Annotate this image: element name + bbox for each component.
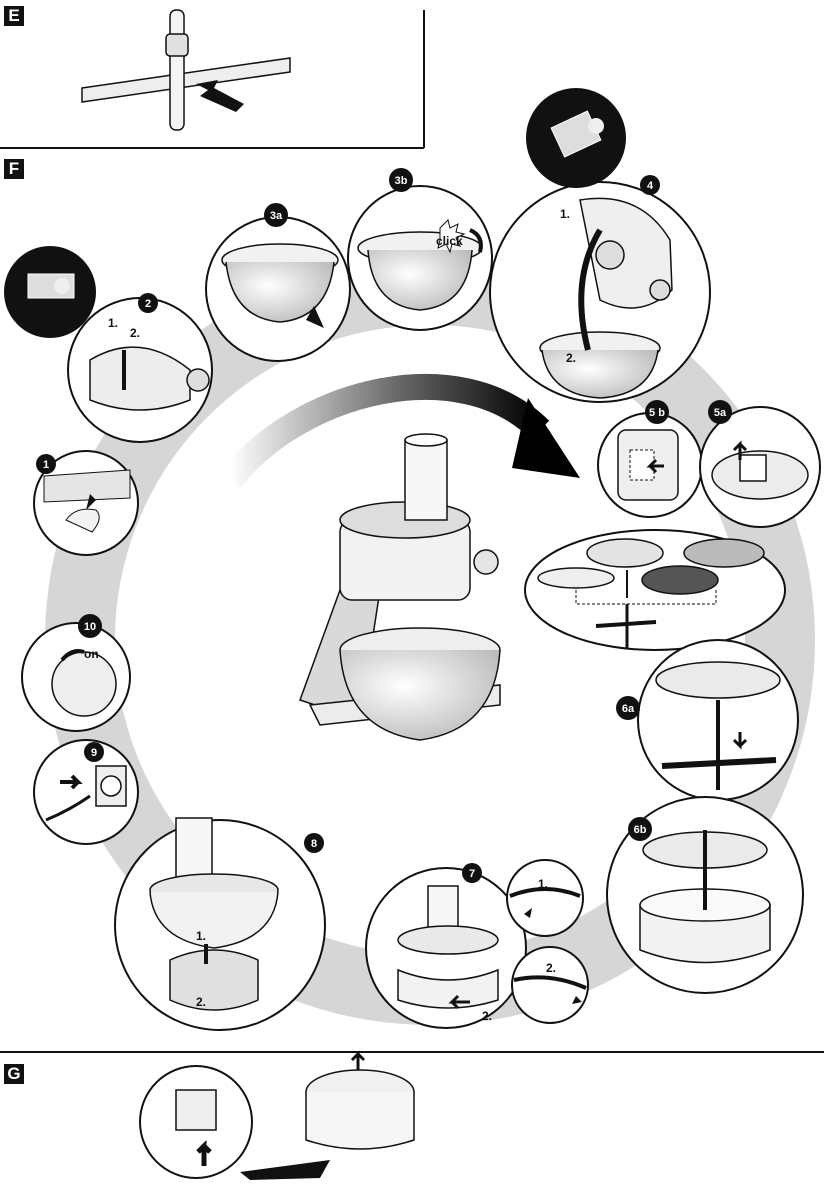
svg-text:4: 4 — [647, 180, 654, 192]
on-label: on — [84, 647, 99, 661]
step-7-inset-1-label: 1. — [538, 877, 548, 891]
step-7-circle — [365, 867, 527, 1029]
step-8-badge: 8 — [304, 833, 324, 853]
step-6b-badge: 6b — [628, 817, 652, 841]
section-label-f: F — [4, 159, 24, 179]
step-2-badge: 2 — [138, 293, 158, 313]
step-9-badge: 9 — [84, 742, 104, 762]
svg-text:10: 10 — [84, 621, 96, 633]
step-4-inset — [526, 88, 626, 188]
sequence-arrow-icon — [219, 374, 580, 489]
step-3a-badge: 3a — [264, 203, 288, 227]
step-1-badge: 1 — [36, 454, 56, 474]
step-1-circle — [33, 450, 139, 556]
step-4-badge: 4 — [640, 175, 660, 195]
section-label-g: G — [4, 1064, 24, 1084]
step-4-sub-2: 2. — [566, 351, 576, 365]
step-2-sub-1: 1. — [108, 316, 118, 330]
disc-selection-panel — [524, 529, 786, 651]
section-g-panel — [0, 1050, 824, 1180]
step-9-circle — [33, 739, 139, 845]
step-3b-badge: 3b — [389, 168, 413, 192]
step-7-inset-1 — [506, 859, 584, 937]
svg-text:3a: 3a — [270, 210, 283, 222]
step-7-inset-2 — [511, 946, 589, 1024]
step-2-circle — [67, 297, 213, 443]
click-label: click — [436, 234, 463, 248]
step-5b-circle — [597, 412, 703, 518]
step-5a-circle — [699, 406, 821, 528]
svg-text:5a: 5a — [714, 407, 727, 419]
section-e-panel — [0, 9, 425, 149]
step-3b-circle: click — [347, 185, 493, 331]
step-5a-badge: 5a — [708, 400, 732, 424]
step-8-sub-2: 2. — [196, 995, 206, 1009]
step-badges: 1 2 3a 3b 4 5 b 5a 6a 6b 7 8 9 10 — [36, 168, 732, 883]
step-2-sub-2: 2. — [130, 326, 140, 340]
step-7-badge: 7 — [462, 863, 482, 883]
step-7-inset-2-label: 2. — [546, 961, 556, 975]
step-8-sub-1: 1. — [196, 929, 206, 943]
svg-text:2: 2 — [145, 298, 151, 310]
sub-step-labels: 1. 2. 1. 2. 1. 2. 2. 1. 2. — [108, 207, 576, 1023]
step-6b-circle — [606, 796, 804, 994]
whisk-shaft-diagram — [81, 9, 291, 131]
svg-text:6a: 6a — [622, 703, 635, 715]
step-4-circle — [489, 181, 711, 403]
svg-text:5 b: 5 b — [649, 407, 665, 419]
step-8-circle — [114, 817, 326, 1031]
step-7-sub-2: 2. — [482, 1009, 492, 1023]
svg-text:9: 9 — [91, 747, 97, 759]
step-6a-badge: 6a — [616, 696, 640, 720]
step-2-inset — [4, 246, 96, 338]
food-processor-main — [299, 433, 501, 741]
step-3a-circle — [205, 216, 351, 362]
section-label-e: E — [4, 6, 24, 26]
svg-text:1: 1 — [43, 459, 49, 471]
step-4-sub-1: 1. — [560, 207, 570, 221]
svg-text:3b: 3b — [395, 175, 408, 187]
arrow-icon — [196, 80, 244, 112]
step-10-badge: 10 — [78, 614, 102, 638]
svg-text:7: 7 — [469, 868, 475, 880]
svg-text:8: 8 — [311, 838, 317, 850]
step-6a-circle — [637, 639, 799, 801]
step-5b-badge: 5 b — [645, 400, 669, 424]
svg-text:6b: 6b — [634, 824, 647, 836]
step-10-circle: on — [21, 622, 131, 732]
